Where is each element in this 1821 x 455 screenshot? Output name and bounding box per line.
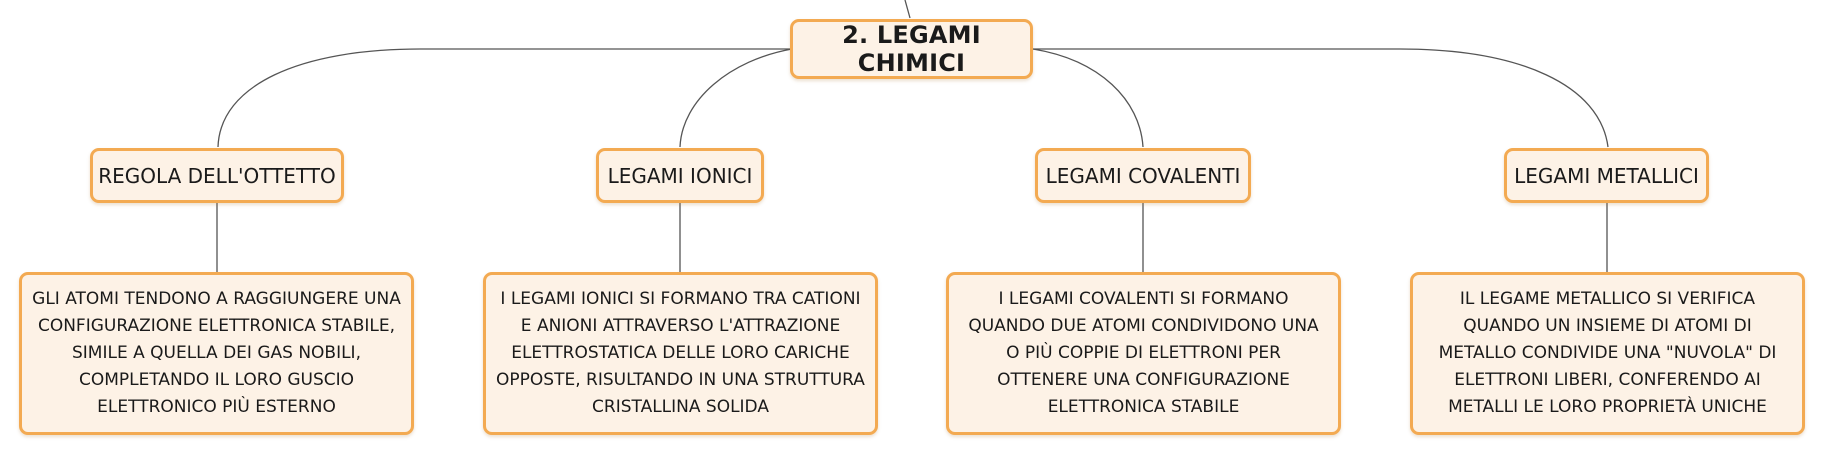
- topic-label: LEGAMI COVALENTI: [1045, 163, 1241, 188]
- topic-label: LEGAMI IONICI: [607, 163, 753, 188]
- connector-root-to-legami-ionici: [679, 48, 793, 148]
- description-text: I LEGAMI COVALENTI SI FORMANO QUANDO DUE…: [968, 289, 1319, 417]
- connector-root-to-legami-covalenti: [1032, 48, 1144, 148]
- description-text: GLI ATOMI TENDONO A RAGGIUNGERE UNA CONF…: [32, 289, 401, 417]
- connector-root-to-legami-metallici: [1033, 48, 1609, 148]
- root-node[interactable]: 2. LEGAMI CHIMICI: [790, 19, 1033, 79]
- description-text: IL LEGAME METALLICO SI VERIFICA QUANDO U…: [1438, 289, 1777, 417]
- topic-label: REGOLA DELL'OTTETTO: [98, 163, 336, 188]
- topic-node-regola-ottetto[interactable]: REGOLA DELL'OTTETTO: [90, 148, 344, 203]
- root-label: 2. LEGAMI CHIMICI: [842, 21, 981, 77]
- topic-node-legami-metallici[interactable]: LEGAMI METALLICI: [1504, 148, 1709, 203]
- topic-label: LEGAMI METALLICI: [1514, 163, 1699, 188]
- description-node-legami-covalenti[interactable]: I LEGAMI COVALENTI SI FORMANO QUANDO DUE…: [946, 272, 1341, 435]
- description-node-legami-metallici[interactable]: IL LEGAME METALLICO SI VERIFICA QUANDO U…: [1410, 272, 1805, 435]
- topic-node-legami-covalenti[interactable]: LEGAMI COVALENTI: [1035, 148, 1251, 203]
- description-node-regola-ottetto[interactable]: GLI ATOMI TENDONO A RAGGIUNGERE UNA CONF…: [19, 272, 414, 435]
- description-node-legami-ionici[interactable]: I LEGAMI IONICI SI FORMANO TRA CATIONI E…: [483, 272, 878, 435]
- description-text: I LEGAMI IONICI SI FORMANO TRA CATIONI E…: [496, 289, 865, 417]
- topic-node-legami-ionici[interactable]: LEGAMI IONICI: [596, 148, 764, 203]
- connector-root-to-regola-ottetto: [217, 48, 792, 148]
- connector-parent-to-root: [904, 0, 911, 19]
